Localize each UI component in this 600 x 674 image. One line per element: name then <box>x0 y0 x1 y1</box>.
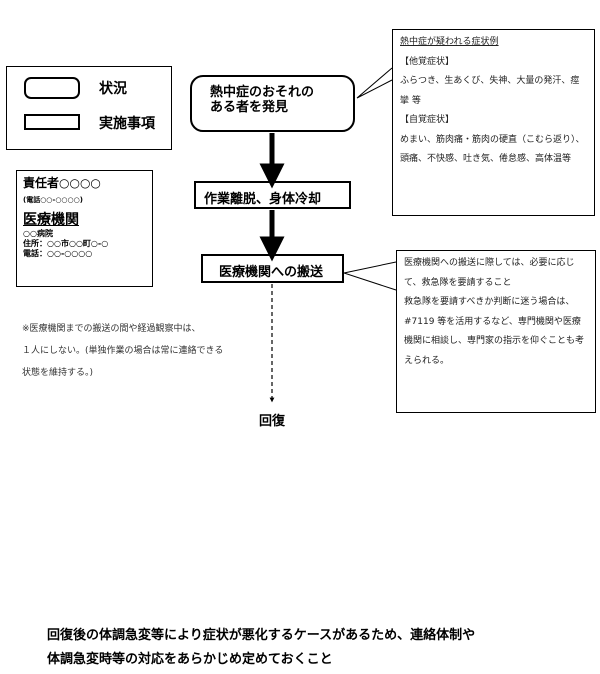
legend-status-symbol <box>24 77 80 99</box>
legend-action-symbol <box>24 114 80 130</box>
legend-action-label: 実施事項 <box>99 116 155 132</box>
footer-line: 回復後の体調急変等により症状が悪化するケースがあるため、連絡体制や <box>47 628 476 643</box>
symptoms-title: 熱中症が疑われる症状例 <box>400 37 499 47</box>
self-heading: 【自覚症状】 <box>400 115 455 125</box>
hospital-address: 住所：○○市○○町○-○ <box>23 239 109 249</box>
supervision-note: ※医療機関までの搬送の間や経過観察中は、 １人にしない。(単独作業の場合は常に連… <box>22 318 262 384</box>
footer-line: 体調急変時等の対応をあらかじめ定めておくこと <box>47 652 333 667</box>
legend: 状況 実施事項 <box>6 66 172 150</box>
discover-line-1: 熱中症のおそれの <box>210 85 315 100</box>
contact-info-box: 責任者○○○○ (電話○○-○○○○) 医療機関 ○○病院 住所：○○市○○町○… <box>16 170 153 287</box>
hospital-name: ○○病院 <box>23 229 53 239</box>
discover-line-2: ある者を発見 <box>210 100 289 115</box>
transport-callout-line2: 救急隊を要請すべきか判断に迷う場合は、#7119 等を活用するなど、専門機関や医… <box>404 297 585 366</box>
responsible-person: 責任者○○○○ <box>23 176 101 190</box>
legend-status-label: 状況 <box>99 81 127 97</box>
transport-callout-line1: 医療機関への搬送に際しては、必要に応じて、救急隊を要請すること <box>404 258 575 288</box>
transport-callout-pointer <box>342 261 397 291</box>
action-box-stop-work: 作業離脱、身体冷却 <box>194 181 351 209</box>
recovery-label: 回復 <box>259 414 286 429</box>
symptoms-callout: 熱中症が疑われる症状例 【他覚症状】 ふらつき、生あくび、失神、大量の発汗、痙攣… <box>392 29 595 216</box>
note-line: 状態を維持する。) <box>22 368 94 378</box>
transport-callout: 医療機関への搬送に際しては、必要に応じて、救急隊を要請すること 救急隊を要請すべ… <box>396 250 596 413</box>
medical-institution-title: 医療機関 <box>23 211 79 228</box>
others-text: ふらつき、生あくび、失神、大量の発汗、痙攣 等 <box>400 76 580 106</box>
note-line: ※医療機関までの搬送の間や経過観察中は、 <box>22 324 201 334</box>
self-text: めまい、筋肉痛・筋肉の硬直（こむら返り）、頭痛、不快感、吐き気、倦怠感、高体温等 <box>400 134 585 165</box>
others-heading: 【他覚症状】 <box>400 56 455 67</box>
status-box-discover: 熱中症のおそれの ある者を発見 <box>190 75 355 132</box>
symptoms-callout-pointer <box>356 67 393 99</box>
hospital-phone: 電話：○○-○○○○ <box>23 249 93 259</box>
action-box-transport: 医療機関への搬送 <box>201 254 344 283</box>
note-line: １人にしない。(単独作業の場合は常に連絡できる <box>22 346 224 356</box>
footer-note: 回復後の体調急変等により症状が悪化するケースがあるため、連絡体制や 体調急変時等… <box>47 624 587 672</box>
responsible-phone: (電話○○-○○○○) <box>23 196 83 204</box>
